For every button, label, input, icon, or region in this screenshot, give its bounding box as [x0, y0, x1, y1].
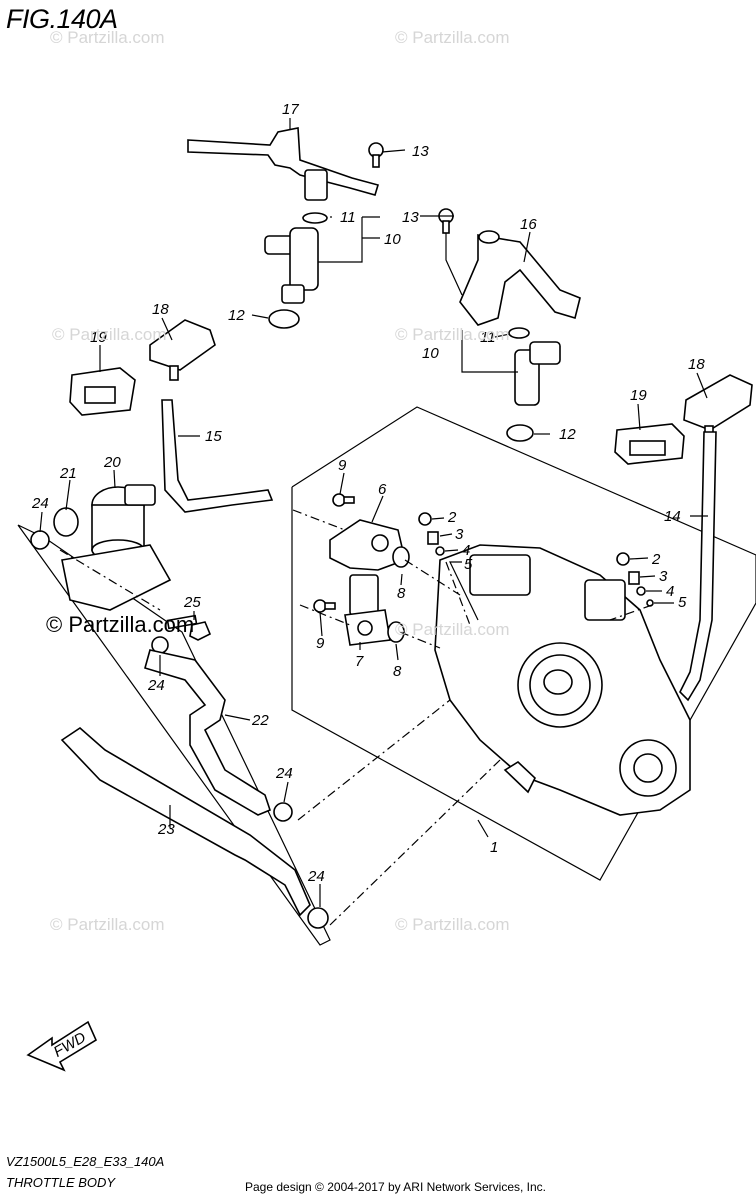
callout-18a: 18 — [152, 301, 169, 318]
throttle-body-1 — [434, 544, 691, 816]
injector-10-top — [264, 227, 319, 329]
callout-14: 14 — [664, 508, 681, 525]
screw-9-a — [332, 493, 355, 507]
callouts: 1 2 3 4 5 2 3 4 5 6 7 8 8 9 9 10 10 11 1… — [31, 101, 705, 885]
callout-19b: 19 — [630, 387, 647, 404]
callout-13b: 13 — [402, 209, 419, 226]
callout-10a: 10 — [384, 231, 401, 248]
callout-11a: 11 — [340, 209, 356, 226]
figure-name: THROTTLE BODY — [6, 1175, 116, 1190]
hose-22 — [144, 649, 271, 816]
callout-12a: 12 — [228, 307, 245, 324]
hose-23 — [60, 726, 311, 917]
callout-2: 2 — [447, 509, 457, 526]
callout-7: 7 — [355, 653, 364, 670]
fuel-pipe-16 — [459, 230, 581, 326]
fuel-pipe-17 — [187, 127, 380, 224]
callout-21: 21 — [59, 465, 77, 482]
clamp-24-a — [30, 530, 50, 550]
callout-24c: 24 — [275, 765, 293, 782]
o-ring-8-lower — [387, 621, 405, 643]
callout-18b: 18 — [688, 356, 705, 373]
washer-4-b — [636, 586, 646, 596]
screw-2-b — [616, 552, 630, 566]
copyright: Page design © 2004-2017 by ARI Network S… — [245, 1180, 547, 1194]
callout-4b: 4 — [666, 583, 674, 600]
spring-3-a — [427, 531, 439, 545]
callout-24d: 24 — [307, 868, 325, 885]
callout-9a: 9 — [338, 457, 347, 474]
leader-lines — [39, 118, 708, 907]
callout-3b: 3 — [659, 568, 668, 585]
callout-13a: 13 — [412, 143, 429, 160]
callout-15: 15 — [205, 428, 222, 445]
screw-2-a — [418, 512, 432, 526]
callout-12b: 12 — [559, 426, 576, 443]
spring-3-b — [628, 571, 640, 585]
injector-10-lower — [506, 327, 561, 442]
connector-18-left — [149, 319, 216, 381]
o-ring-21 — [53, 507, 79, 537]
watermark: © Partzilla.com — [395, 915, 510, 934]
watermark-main: © Partzilla.com — [46, 612, 195, 637]
watermark: © Partzilla.com — [50, 915, 165, 934]
boot-19-left — [69, 367, 136, 416]
callout-1: 1 — [490, 839, 498, 856]
watermark: © Partzilla.com — [395, 28, 510, 47]
alignment-lines — [59, 509, 653, 926]
washer-4-a — [435, 546, 445, 556]
assembly-outline — [291, 406, 756, 881]
watermark: © Partzilla.com — [395, 620, 510, 639]
callout-17: 17 — [282, 101, 299, 118]
callout-8a: 8 — [397, 585, 406, 602]
sensor-7 — [344, 574, 391, 646]
hose-15 — [161, 399, 274, 513]
callout-11b: 11 — [480, 329, 496, 346]
callout-6: 6 — [378, 481, 387, 498]
callout-10b: 10 — [422, 345, 439, 362]
callout-24a: 24 — [31, 495, 49, 512]
callout-5b: 5 — [678, 594, 687, 611]
callout-16: 16 — [520, 216, 537, 233]
fwd-arrow: FWD — [26, 1020, 98, 1072]
connector-18-right — [683, 374, 753, 441]
watermark: © Partzilla.com — [50, 28, 165, 47]
watermark: © Partzilla.com — [395, 325, 510, 344]
figure-title: FIG.140A — [6, 4, 118, 34]
o-ring-8-upper — [392, 546, 410, 568]
bolt-25 — [166, 614, 212, 641]
hose-14 — [679, 431, 717, 702]
callout-25: 25 — [183, 594, 201, 611]
clamp-24-d — [307, 907, 329, 929]
callout-4: 4 — [462, 542, 470, 559]
screw-13-b — [438, 208, 454, 234]
callout-23: 23 — [157, 821, 175, 838]
callout-24b: 24 — [147, 677, 165, 694]
screw-9-b — [313, 599, 336, 613]
sensor-6 — [329, 519, 406, 571]
isc-valve-20 — [61, 484, 172, 611]
clamp-24-c — [273, 802, 293, 822]
callout-5: 5 — [464, 556, 473, 573]
callout-19a: 19 — [90, 329, 107, 346]
callout-8b: 8 — [393, 663, 402, 680]
callout-22: 22 — [251, 712, 269, 729]
boot-19-right — [614, 423, 685, 465]
watermark: © Partzilla.com — [52, 325, 167, 344]
callout-2b: 2 — [651, 551, 661, 568]
figure-code: VZ1500L5_E28_E33_140A — [6, 1154, 165, 1169]
callout-9b: 9 — [316, 635, 325, 652]
callout-3: 3 — [455, 526, 464, 543]
screw-13-a — [368, 142, 384, 168]
callout-20: 20 — [103, 454, 121, 471]
